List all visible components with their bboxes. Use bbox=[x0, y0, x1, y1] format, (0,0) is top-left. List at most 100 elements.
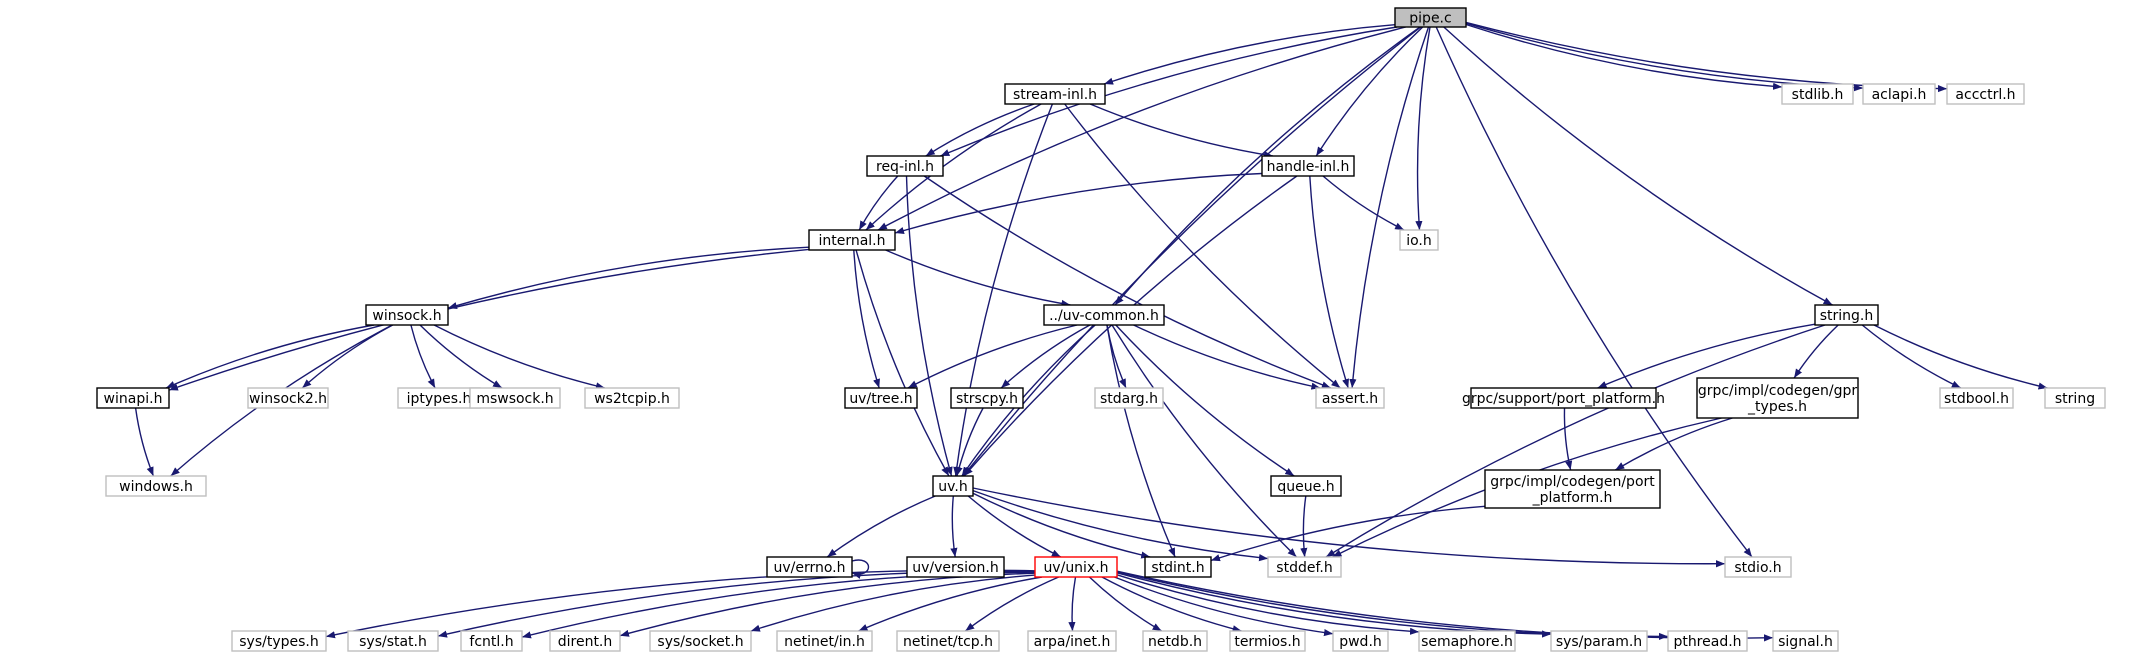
node-handle-inl[interactable]: handle-inl.h bbox=[1261, 155, 1355, 177]
node-ws2tcpip[interactable]: ws2tcpip.h bbox=[584, 387, 680, 409]
node-box bbox=[1946, 83, 2025, 105]
node-winapi[interactable]: winapi.h bbox=[96, 387, 170, 409]
node-strscpy[interactable]: strscpy.h bbox=[950, 387, 1024, 409]
edge-uv_unix-to-sys_socket bbox=[750, 574, 1036, 632]
node-stdlib[interactable]: stdlib.h bbox=[1781, 83, 1854, 105]
node-windows[interactable]: windows.h bbox=[105, 475, 207, 497]
node-pwd[interactable]: pwd.h bbox=[1332, 630, 1389, 652]
edge-uv_unix-to-arpa_inet bbox=[1068, 576, 1077, 632]
edge-pipe_c-to-stdio bbox=[1435, 26, 1753, 558]
edge-pipe_c-to-assert bbox=[1349, 26, 1430, 389]
node-aclapi[interactable]: aclapi.h bbox=[1862, 83, 1936, 105]
node-stdarg[interactable]: stdarg.h bbox=[1094, 387, 1164, 409]
node-box bbox=[247, 387, 329, 409]
edge-string_h-to-string bbox=[1873, 324, 2048, 390]
node-stdbool[interactable]: stdbool.h bbox=[1939, 387, 2014, 409]
node-string-h[interactable]: string.h bbox=[1814, 304, 1879, 326]
node-label: sys/socket.h bbox=[657, 634, 743, 650]
node-queue[interactable]: queue.h bbox=[1270, 475, 1342, 497]
edge-uv_unix-to-sys_stat bbox=[437, 570, 1036, 638]
edge-uv_common-to-stdint bbox=[1106, 324, 1176, 558]
node-box bbox=[1470, 387, 1657, 409]
node-signal[interactable]: signal.h bbox=[1772, 630, 1839, 652]
node-label: semaphore.h bbox=[1421, 634, 1513, 650]
node-stdio[interactable]: stdio.h bbox=[1724, 556, 1792, 578]
node-termios[interactable]: termios.h bbox=[1229, 630, 1306, 652]
node-box bbox=[866, 155, 944, 177]
node-accctrl[interactable]: accctrl.h bbox=[1946, 83, 2025, 105]
node-uv-h[interactable]: uv.h bbox=[932, 475, 974, 497]
node-box bbox=[1027, 630, 1117, 652]
node-grpc-port-platform[interactable]: grpc/support/port_platform.h bbox=[1462, 387, 1665, 409]
node-sys-stat[interactable]: sys/stat.h bbox=[347, 630, 439, 652]
node-box bbox=[365, 304, 449, 326]
node-req-inl[interactable]: req-inl.h bbox=[866, 155, 944, 177]
node-label: winsock2.h bbox=[249, 391, 327, 407]
node-sys-param[interactable]: sys/param.h bbox=[1550, 630, 1648, 652]
edge-uv_common-to-stddef bbox=[1111, 324, 1297, 558]
edge-handle_inl-to-io bbox=[1322, 175, 1405, 231]
edge-string_h-to-stdbool bbox=[1861, 324, 1962, 389]
edge-internal-to-uv_h bbox=[855, 249, 950, 477]
edge-uv_common-to-uv_h bbox=[961, 324, 1096, 477]
node-box bbox=[1724, 556, 1792, 578]
node-box bbox=[1696, 377, 1859, 419]
node-mswsock[interactable]: mswsock.h bbox=[469, 387, 561, 409]
node-box bbox=[1229, 630, 1306, 652]
node-pipe-c[interactable]: pipe.c bbox=[1394, 7, 1467, 28]
edge-uv_unix-to-termios bbox=[1101, 576, 1242, 633]
node-uv-version[interactable]: uv/version.h bbox=[906, 556, 1005, 578]
node-label: internal.h bbox=[818, 233, 885, 249]
node-pthread[interactable]: pthread.h bbox=[1667, 630, 1748, 652]
node-netdb[interactable]: netdb.h bbox=[1142, 630, 1208, 652]
edge-uv_common-to-stdarg bbox=[1106, 324, 1127, 389]
edge-string_h-to-grpc_port_platform bbox=[1597, 323, 1816, 389]
edge-uv_unix-to-pthread bbox=[1116, 571, 1669, 641]
node-internal[interactable]: internal.h bbox=[808, 229, 896, 251]
edge-req_inl-to-assert bbox=[923, 175, 1332, 389]
node-netinet-in[interactable]: netinet/in.h bbox=[776, 630, 873, 652]
edge-pipe_c-to-stdlib bbox=[1465, 23, 1783, 90]
node-sys-types[interactable]: sys/types.h bbox=[231, 630, 327, 652]
node-semaphore[interactable]: semaphore.h bbox=[1418, 630, 1516, 652]
node-sys-socket[interactable]: sys/socket.h bbox=[649, 630, 752, 652]
node-label: arpa/inet.h bbox=[1034, 634, 1111, 650]
edge-uv_common-to-assert bbox=[1133, 324, 1321, 390]
edge-uv_h-to-stdint bbox=[972, 492, 1151, 559]
node-label: pipe.c bbox=[1409, 11, 1451, 27]
node-uv-errno[interactable]: uv/errno.h bbox=[766, 556, 853, 578]
node-uv-common[interactable]: ../uv-common.h bbox=[1043, 304, 1165, 326]
node-grpc-gpr-types[interactable]: grpc/impl/codegen/gpr_types.h bbox=[1696, 377, 1859, 419]
node-fcntl[interactable]: fcntl.h bbox=[460, 630, 523, 652]
node-winsock2[interactable]: winsock2.h bbox=[247, 387, 329, 409]
node-grpc-codegen-port[interactable]: grpc/impl/codegen/port_platform.h bbox=[1484, 469, 1661, 509]
node-string[interactable]: string bbox=[2044, 387, 2106, 409]
node-assert[interactable]: assert.h bbox=[1315, 387, 1385, 409]
edge-winsock-to-winapi bbox=[165, 324, 375, 389]
node-uv-tree[interactable]: uv/tree.h bbox=[844, 387, 918, 409]
edge-grpc_gpr_types-to-grpc_codegen_port bbox=[1614, 417, 1733, 471]
node-label: accctrl.h bbox=[1955, 87, 2015, 103]
edge-pipe_c-to-aclapi bbox=[1465, 22, 1864, 92]
node-uv-unix[interactable]: uv/unix.h bbox=[1034, 556, 1118, 578]
edge-uv_unix-to-semaphore bbox=[1116, 574, 1420, 635]
node-iptypes[interactable]: iptypes.h bbox=[397, 387, 481, 409]
node-netinet-tcp[interactable]: netinet/tcp.h bbox=[896, 630, 1000, 652]
node-box bbox=[1399, 229, 1439, 251]
node-arpa-inet[interactable]: arpa/inet.h bbox=[1027, 630, 1117, 652]
node-winsock[interactable]: winsock.h bbox=[365, 304, 449, 326]
node-label: grpc/impl/codegen/gpr bbox=[1698, 383, 1858, 399]
node-label: sys/stat.h bbox=[359, 634, 427, 650]
edge-uv_h-to-uv_unix bbox=[967, 495, 1062, 558]
node-dirent[interactable]: dirent.h bbox=[549, 630, 621, 652]
edge-pipe_c-to-io bbox=[1415, 26, 1431, 231]
node-label: strscpy.h bbox=[956, 391, 1018, 407]
node-io[interactable]: io.h bbox=[1399, 229, 1439, 251]
node-stddef[interactable]: stddef.h bbox=[1267, 556, 1342, 578]
edge-stream_inl-to-assert bbox=[1064, 103, 1341, 389]
node-stdint[interactable]: stdint.h bbox=[1144, 556, 1212, 578]
node-box bbox=[776, 630, 873, 652]
node-box bbox=[1144, 556, 1212, 578]
node-stream-inl[interactable]: stream-inl.h bbox=[1004, 83, 1106, 105]
